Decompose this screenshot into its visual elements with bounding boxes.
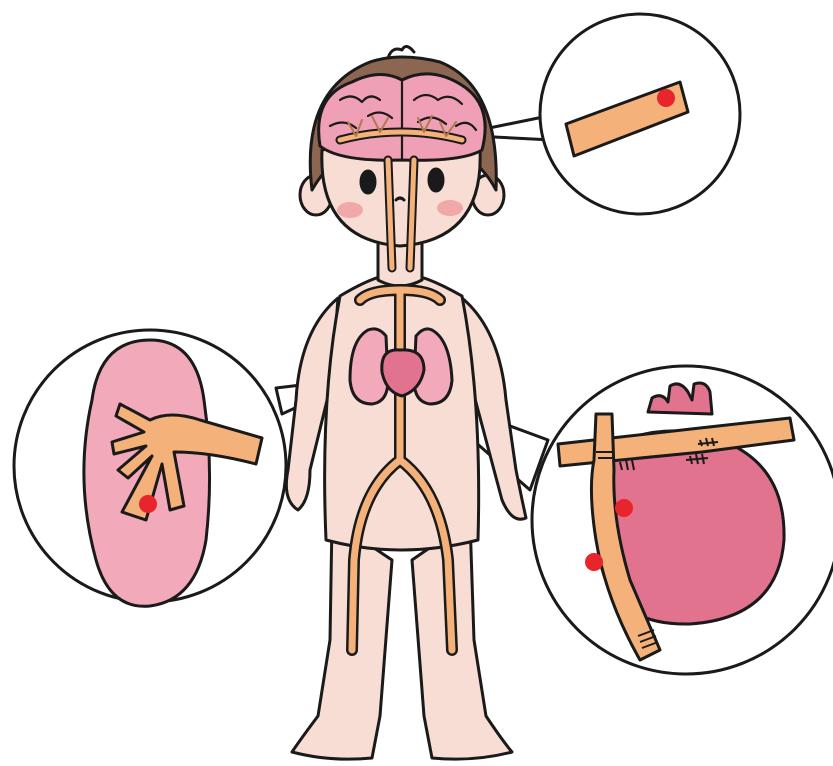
left-leg	[292, 520, 392, 759]
left-eye	[361, 171, 375, 193]
right-leg	[412, 520, 512, 759]
brain-vessel-callout	[540, 14, 740, 214]
lung-callout	[14, 330, 286, 606]
left-cheek	[337, 202, 363, 218]
child-figure-icon	[286, 46, 526, 759]
right-cheek	[437, 200, 463, 216]
red-dot-icon	[615, 499, 633, 517]
heart-callout	[532, 366, 833, 674]
right-eye	[429, 169, 443, 191]
red-dot-icon	[657, 89, 675, 107]
red-dot-icon	[585, 553, 603, 571]
red-dot-icon	[139, 495, 157, 513]
